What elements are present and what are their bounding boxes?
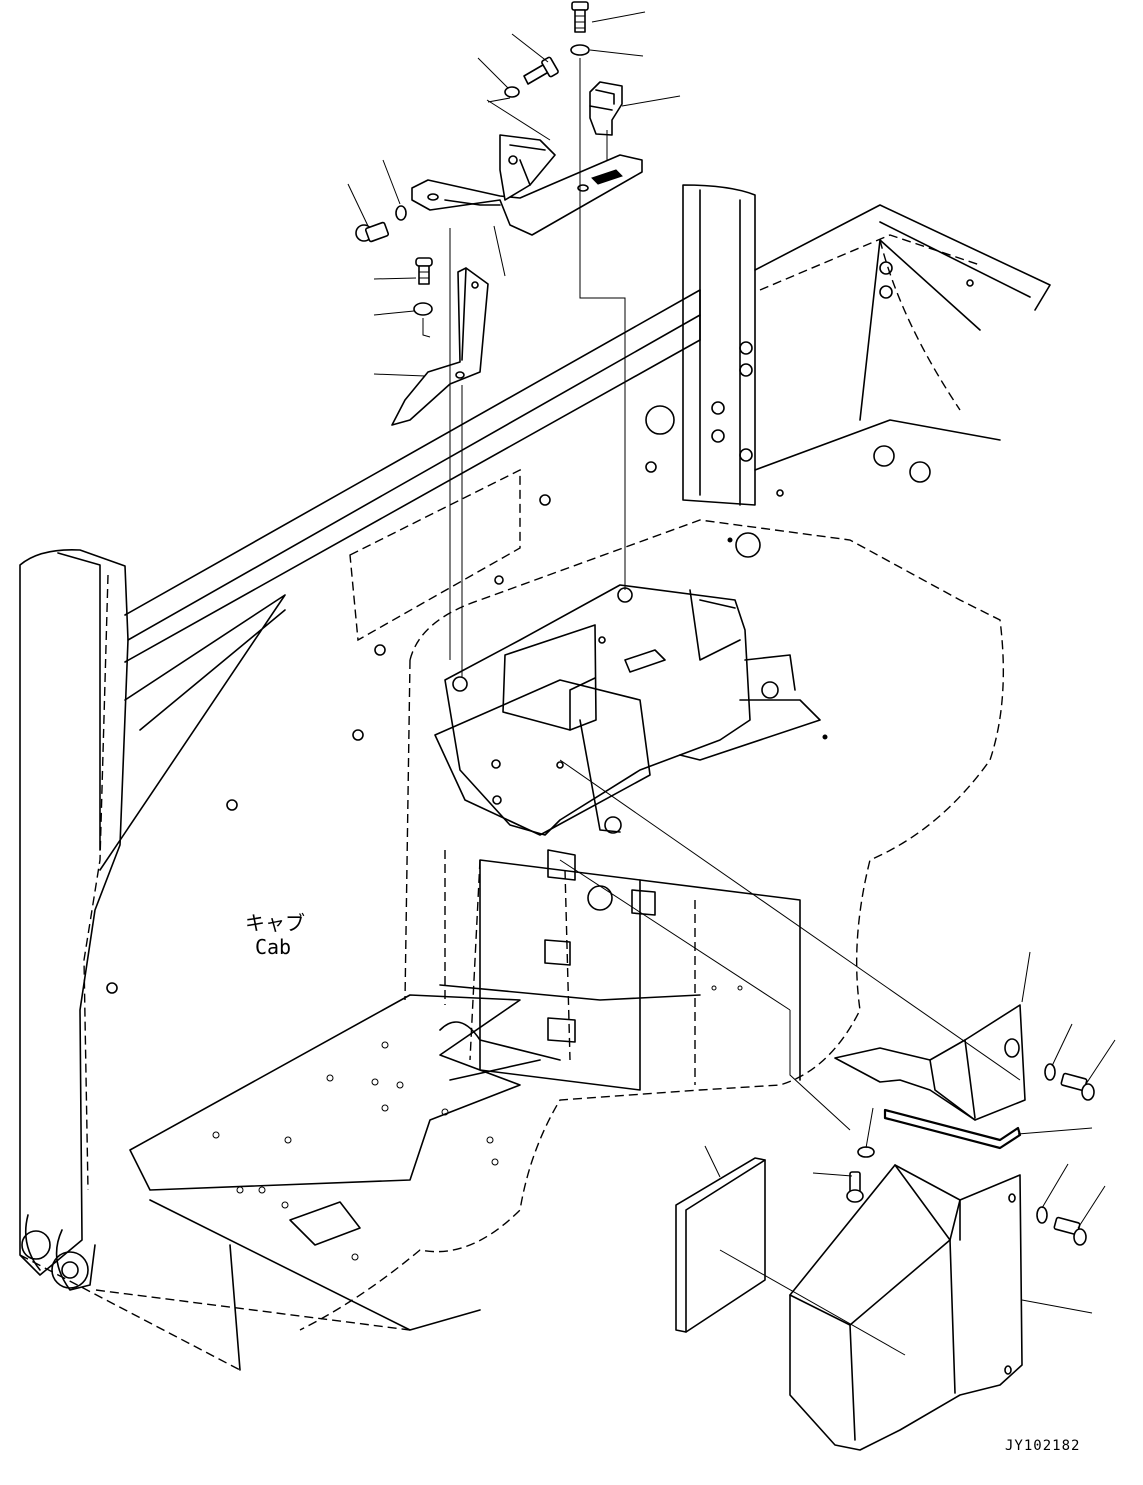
switch-part [589,81,623,136]
floor-holes [212,985,743,1261]
top-washer [570,44,590,56]
angled-washer-upper [504,86,520,98]
seal-strip [883,1108,1022,1150]
console-box [434,584,821,1043]
drawing-number: JY102182 [1005,1438,1080,1454]
left-washer [395,205,407,221]
cushion-pad [675,1157,766,1333]
side-cover-assembly [675,1004,1095,1451]
cover-washer-center [857,1146,875,1158]
cover-bolt-center [846,1171,864,1203]
upper-cover [834,1004,1026,1121]
cab-frame [19,184,1051,1371]
lower-cover [789,1164,1023,1451]
cover-bolt-upper [1060,1072,1095,1101]
cover-washer-lower [1036,1206,1048,1224]
callout-leaders [347,11,1116,1314]
cab-label-japanese: キャブ [245,911,305,935]
mounting-bracket [411,134,643,236]
cover-bolt-lower [1053,1216,1087,1246]
angled-bolt-upper [523,56,559,85]
stay-bracket [391,267,489,426]
top-bolt [571,1,589,33]
assembly-lines [422,58,1021,1356]
vertical-bolt [415,257,433,285]
cover-washer-upper [1044,1063,1056,1081]
mounting-holes [106,261,974,994]
cab-label-english: Cab [255,935,291,959]
left-bolt [355,221,390,243]
upper-bracket-assembly [355,1,643,426]
vertical-washer [413,302,433,316]
